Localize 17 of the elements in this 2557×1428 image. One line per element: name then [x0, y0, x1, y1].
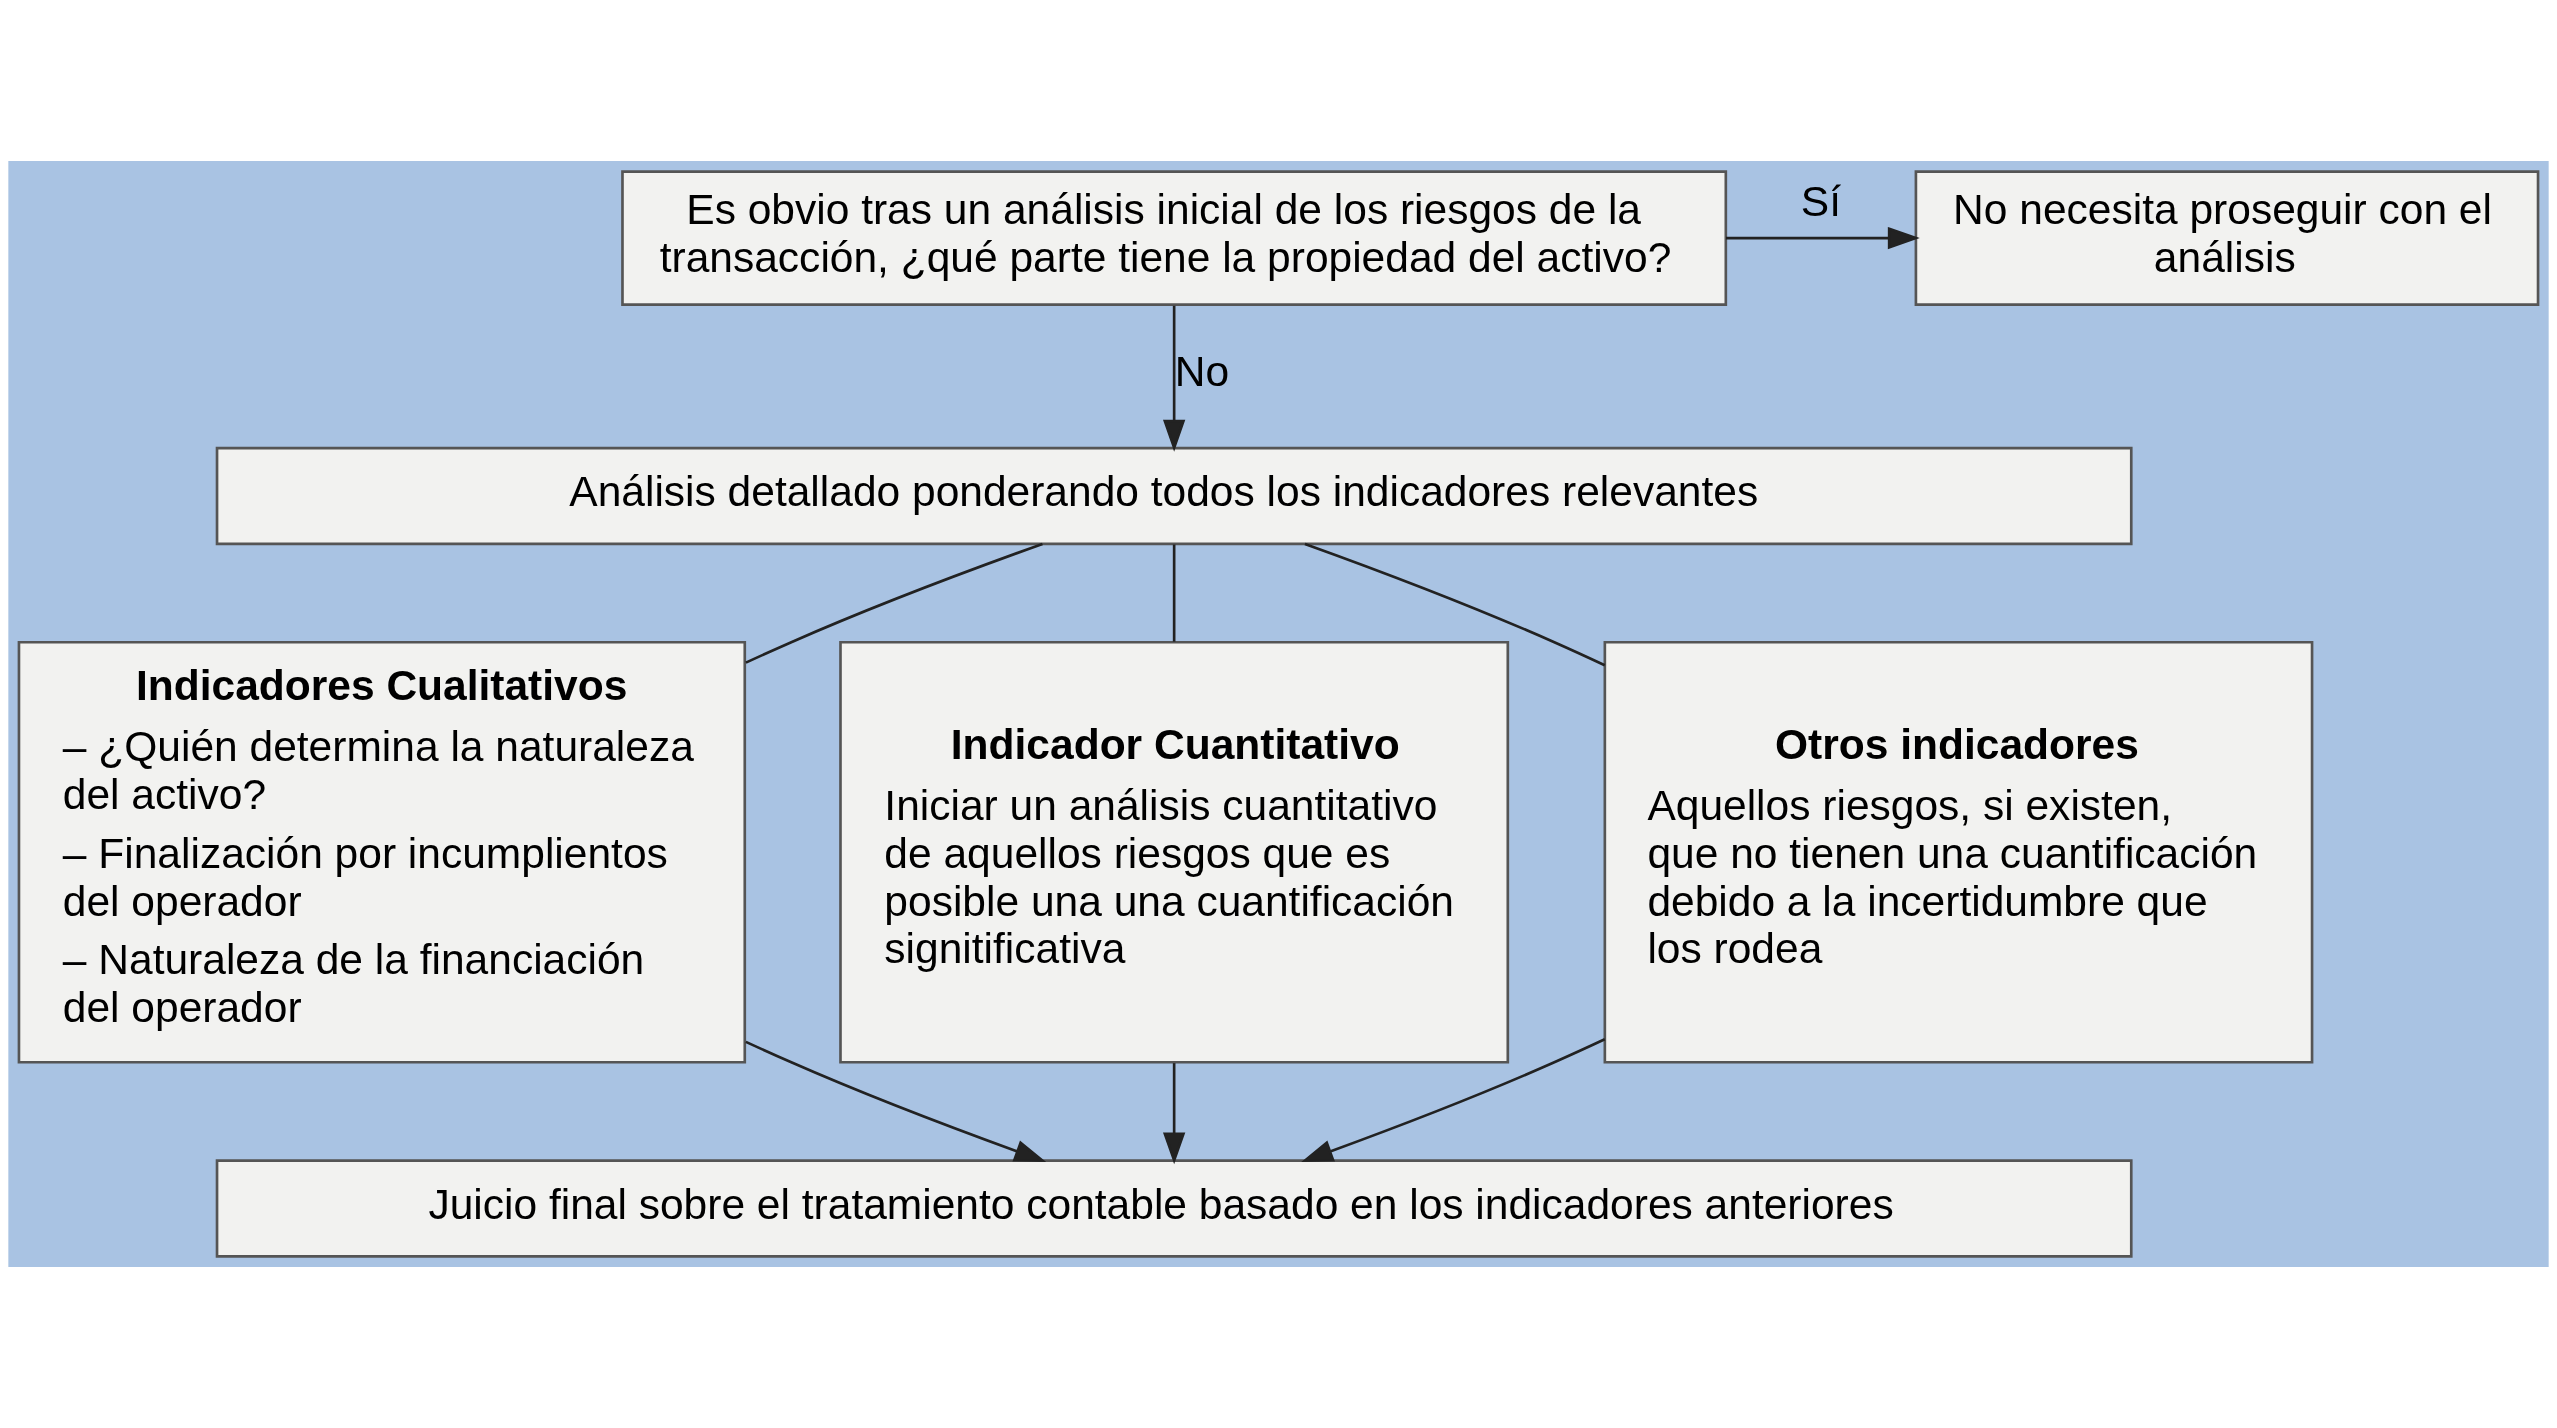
- arrow: [1162, 305, 1186, 452]
- node-box: Es obvio tras un análisis inicial de los riesgos de la transacción, ¿qué parte tiene la propiedad del activo?: [621, 170, 1728, 306]
- edge-label: No: [1174, 347, 1230, 396]
- node-box: No necesita proseguir con el análisis: [1914, 170, 2540, 306]
- edge-label: Sí: [1800, 177, 1841, 226]
- arrow: [1162, 1063, 1186, 1165]
- arrow: [745, 1040, 1047, 1162]
- connector: [1172, 544, 1176, 642]
- connector: [1304, 542, 1606, 667]
- arrow: [1301, 1038, 1606, 1162]
- node-box: Juicio final sobre el tratamiento contable basado en los indicadores anteriores: [215, 1159, 2133, 1258]
- node-box: Otros indicadores Aquellos riesgos, si existen, que no tienen una cuantificación debido a la incertidumbre que los rodea: [1603, 640, 2314, 1064]
- node-box: Análisis detallado ponderando todos los indicadores relevantes: [215, 446, 2133, 546]
- arrow: [1726, 226, 1920, 250]
- node-box: Indicadores Cualitativos – ¿Quién determina la naturaleza del activo? – Finalización por incumplientos del operador – Naturaleza de la financiación del operador: [17, 640, 747, 1064]
- connector: [745, 542, 1043, 664]
- node-box: Indicador Cuantitativo Iniciar un análisis cuantitativo de aquellos riesgos que es posible una una cuantificación signitificativa: [839, 640, 1510, 1064]
